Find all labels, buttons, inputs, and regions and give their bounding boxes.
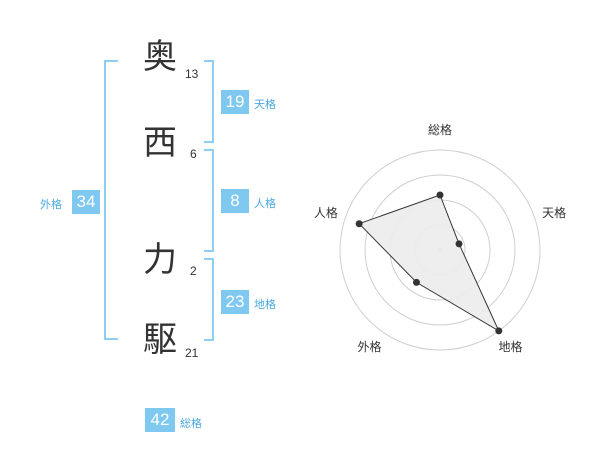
soukaku-value-badge: 42 (145, 408, 175, 432)
radar-axis-label-5: 人格 (314, 205, 338, 220)
radar-point-4 (412, 278, 420, 286)
radar-axis-label-4: 外格 (357, 339, 381, 354)
radar-axis-label-1: 総格 (428, 122, 452, 137)
stroke-count-4: 21 (185, 346, 199, 360)
radar-axis-label-3: 地格 (498, 339, 522, 354)
stroke-count-2: 6 (190, 147, 197, 161)
gaikaku-value-badge: 34 (72, 190, 100, 214)
name-char-3: 力 (143, 240, 177, 280)
radar-point-1 (436, 191, 444, 199)
name-char-4: 駆 (143, 320, 177, 360)
name-char-1: 奥 (143, 37, 177, 77)
stroke-count-1: 13 (185, 67, 199, 81)
jinkaku-label: 人格 (254, 197, 276, 210)
radar-point-3 (495, 327, 503, 335)
tenkaku-bracket (204, 60, 214, 143)
tenkaku-value-badge: 19 (221, 90, 249, 114)
radar-ring (364, 174, 516, 326)
chikaku-label: 地格 (254, 298, 276, 311)
jinkaku-bracket (204, 149, 214, 252)
soukaku-label: 総格 (180, 417, 202, 430)
jinkaku-value-badge: 8 (221, 189, 249, 213)
radar-axis-label-2: 天格 (542, 205, 566, 220)
gaikaku-bracket (104, 60, 118, 340)
stroke-count-3: 2 (190, 264, 197, 278)
radar-point-5 (355, 220, 363, 228)
chikaku-value-badge: 23 (221, 290, 249, 314)
gaikaku-label: 外格 (40, 198, 62, 211)
name-char-2: 西 (143, 123, 177, 163)
tenkaku-label: 天格 (254, 98, 276, 111)
radar-point-2 (455, 240, 463, 248)
radar-polygon (358, 194, 500, 333)
chikaku-bracket (204, 258, 214, 341)
radar-ring (339, 149, 541, 351)
